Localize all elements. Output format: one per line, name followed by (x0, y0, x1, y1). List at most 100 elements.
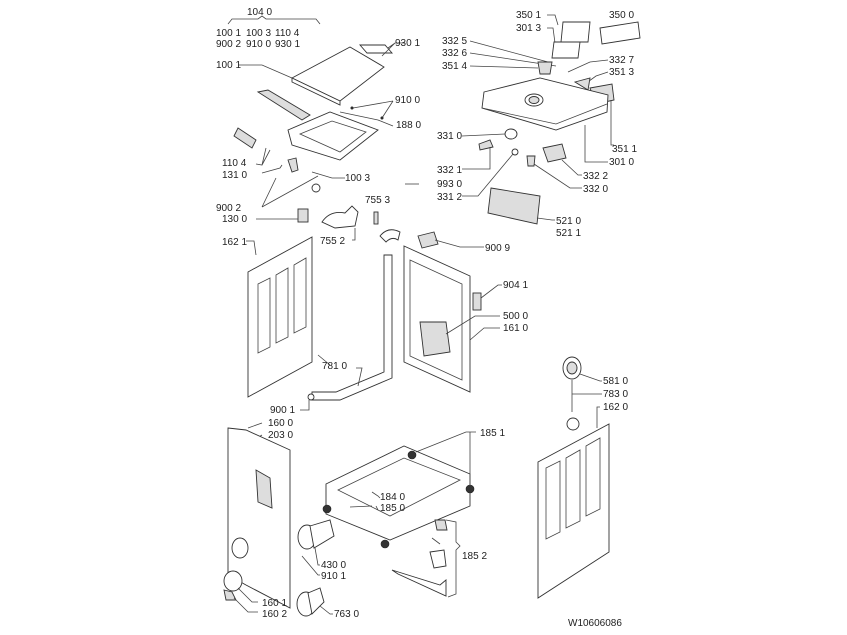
label-521-1: 521 1 (556, 228, 581, 239)
label-930-1: 930 1 (395, 38, 420, 49)
label-900-9: 900 9 (485, 243, 510, 254)
foot (407, 450, 417, 460)
front-panel-group: 160 0 203 0 160 1 160 2 (223, 418, 293, 620)
label-763-0: 763 0 (334, 609, 359, 620)
lid-assembly: 930 1 100 1 910 0 188 0 110 4 131 0 100 … (216, 38, 421, 247)
knob-shaft (511, 148, 519, 156)
label-100-1: 100 1 (216, 60, 241, 71)
foot (465, 484, 475, 494)
label-332-0: 332 0 (583, 184, 608, 195)
label-351-3: 351 3 (609, 67, 634, 78)
label-160-0: 160 0 (268, 418, 293, 429)
rear-panel (403, 245, 471, 393)
kit-item: 910 0 (246, 39, 271, 50)
label-203-0: 203 0 (268, 430, 293, 441)
top-frame (287, 111, 379, 161)
label-301-3: 301 3 (516, 23, 541, 34)
motor-500-0 (419, 321, 451, 357)
console-assembly: 350 1 301 3 350 0 332 5 332 6 351 4 332 … (405, 10, 641, 239)
label-162-0: 162 0 (603, 402, 628, 413)
label-521-0: 521 0 (556, 216, 581, 227)
label-581-0: 581 0 (603, 376, 628, 387)
rear-assembly: 781 0 900 1 900 9 904 1 500 0 161 0 (270, 229, 528, 416)
knob-holder (537, 61, 553, 75)
side-panel-right (537, 423, 610, 599)
leveling-part (434, 519, 448, 531)
ui-board (560, 21, 591, 43)
kit-label: 104 0 (247, 7, 272, 18)
hose-clamp (373, 211, 379, 225)
base-assembly: 185 1 184 0 185 0 430 0 910 1 763 0 185 … (296, 428, 505, 620)
label-910-1: 910 1 (321, 571, 346, 582)
label-332-1: 332 1 (437, 165, 462, 176)
fill-hose (321, 205, 359, 229)
access-panel-opening (231, 537, 249, 559)
label-351-1: 351 1 (612, 144, 637, 155)
label-161-0: 161 0 (503, 323, 528, 334)
bracket (297, 208, 309, 223)
label-332-2: 332 2 (583, 171, 608, 182)
kit-item: 930 1 (275, 39, 300, 50)
foot-lever (391, 569, 447, 597)
label-351-4: 351 4 (442, 61, 467, 72)
label-350-0: 350 0 (609, 10, 634, 21)
label-162-1: 162 1 (222, 237, 247, 248)
kit-item: 100 1 (216, 28, 241, 39)
label-sticker (255, 469, 273, 509)
label-500-0: 500 0 (503, 311, 528, 322)
kit-item: 110 4 (275, 28, 300, 39)
drawing-number: W10606086 (568, 618, 622, 629)
label-332-7: 332 7 (609, 55, 634, 66)
kit-brace (227, 15, 321, 25)
lock-switch (287, 157, 299, 173)
label-301-0: 301 0 (609, 157, 634, 168)
label-331-2: 331 2 (437, 192, 462, 203)
label-185-0: 185 0 (380, 503, 405, 514)
label-332-6: 332 6 (442, 48, 467, 59)
label-130-0: 130 0 (222, 214, 247, 225)
part-904-1 (472, 292, 482, 311)
hinge-bar (256, 89, 311, 121)
label-110-4: 110 4 (222, 158, 247, 169)
control-board (599, 21, 641, 45)
trim-strip (359, 44, 393, 54)
foot (380, 539, 390, 549)
label-904-1: 904 1 (503, 280, 528, 291)
lid-lock (233, 127, 257, 149)
foot-cup (429, 549, 447, 569)
label-900-2: 900 2 (216, 203, 241, 214)
label-184-0: 184 0 (380, 492, 405, 503)
clip-783-0 (566, 417, 580, 431)
kit-item: 900 2 (216, 39, 241, 50)
label-131-0: 131 0 (222, 170, 247, 181)
selector-knob (504, 128, 518, 140)
spring (311, 183, 321, 193)
label-781-0: 781 0 (322, 361, 347, 372)
label-331-0: 331 0 (437, 131, 462, 142)
label-185-2: 185 2 (462, 551, 487, 562)
main-control-board (487, 187, 541, 225)
label-350-1: 350 1 (516, 10, 541, 21)
label-755-3: 755 3 (365, 195, 390, 206)
label-993-0: 993 0 (437, 179, 462, 190)
label-430-0: 430 0 (321, 560, 346, 571)
button-pad (542, 143, 567, 163)
led-332-0 (526, 155, 536, 167)
hose-elbow (379, 229, 401, 243)
label-900-1: 900 1 (270, 405, 295, 416)
label-185-1: 185 1 (480, 428, 505, 439)
label-160-2: 160 2 (262, 609, 287, 620)
drain-hose (311, 254, 393, 401)
ui-housing (551, 41, 581, 59)
lid (291, 46, 385, 102)
label-910-0: 910 0 (395, 95, 420, 106)
switch-332-1 (478, 139, 494, 151)
label-160-1: 160 1 (262, 598, 287, 609)
side-panel-left (247, 236, 313, 398)
label-332-5: 332 5 (442, 36, 467, 47)
clip-900-1 (307, 393, 315, 401)
label-188-0: 188 0 (396, 120, 421, 131)
access-cover (223, 570, 243, 592)
valve-900-9 (417, 231, 439, 249)
